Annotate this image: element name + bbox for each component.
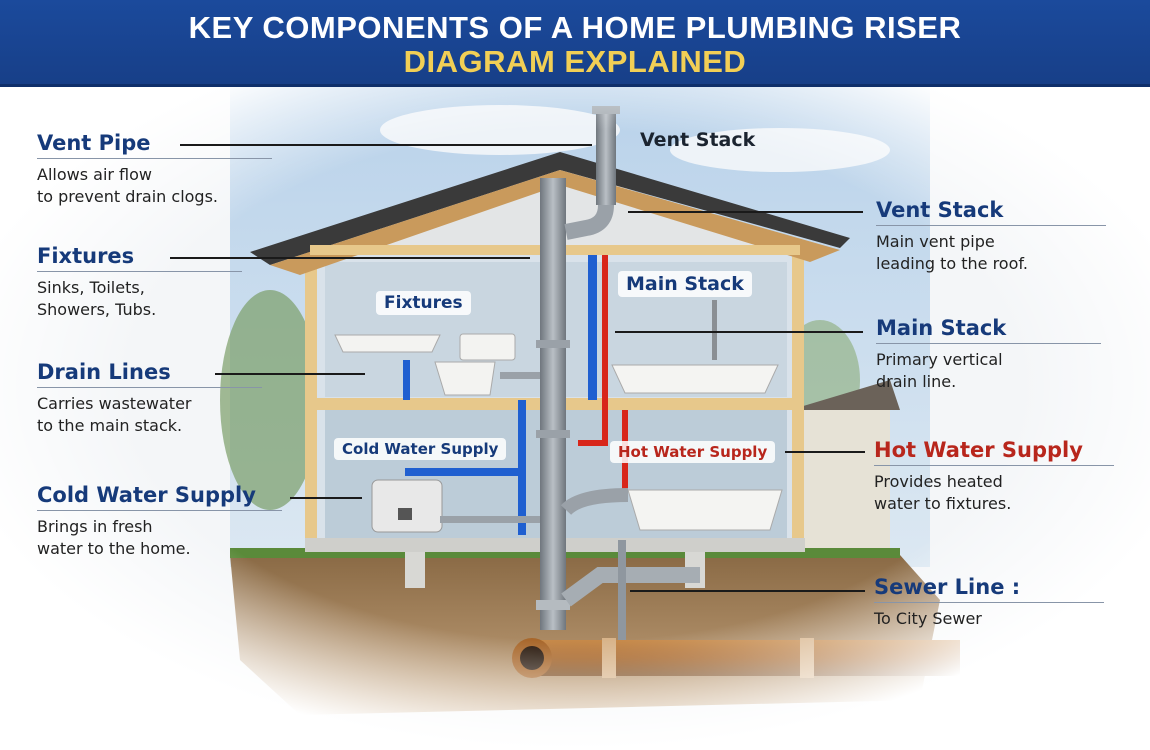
callout-desc-2: leading to the roof. <box>876 254 1028 273</box>
callout-desc-1: Primary vertical <box>876 350 1003 369</box>
callout-title: Vent Pipe <box>37 131 151 155</box>
divider <box>876 225 1106 226</box>
callout-desc-2: to prevent drain clogs. <box>37 187 219 206</box>
callout-title: Main Stack <box>876 316 1007 340</box>
callout-desc-2: to the main stack. <box>37 416 183 435</box>
callout-title: Hot Water Supply <box>874 438 1083 462</box>
callout-desc-1: To City Sewer <box>874 609 982 628</box>
inline-label-fixtures: Fixtures <box>376 291 471 315</box>
inline-label-vent-stack: Vent Stack <box>640 129 756 151</box>
callout-title: Cold Water Supply <box>37 483 256 507</box>
leader-line-main-stack <box>615 331 863 333</box>
callout-desc-2: water to fixtures. <box>874 494 1012 513</box>
divider <box>37 510 282 511</box>
divider <box>874 465 1114 466</box>
divider <box>876 343 1101 344</box>
title-line-1: KEY COMPONENTS OF A HOME PLUMBING RISER <box>188 10 962 45</box>
callout-desc-1: Sinks, Toilets, <box>37 278 145 297</box>
divider <box>37 271 242 272</box>
callout-desc-1: Allows air flow <box>37 165 152 184</box>
callout-main-stack: Main Stack Primary vertical drain line. <box>876 316 1101 393</box>
callout-cold-water-supply: Cold Water Supply Brings in fresh water … <box>37 483 282 560</box>
callout-title: Sewer Line : <box>874 575 1021 599</box>
inline-label-hot-water: Hot Water Supply <box>610 441 776 463</box>
callout-title: Drain Lines <box>37 360 171 384</box>
leader-line-cold-water <box>290 497 362 499</box>
leader-line-sewer <box>630 590 865 592</box>
leader-line-fixtures <box>170 257 530 259</box>
callout-desc-1: Carries wastewater <box>37 394 192 413</box>
plumbing-illustration: Vent Stack Main Stack Fixtures Cold Wate… <box>0 87 1150 750</box>
callout-vent-pipe: Vent Pipe Allows air flow to prevent dra… <box>37 131 272 208</box>
callout-sewer-line: Sewer Line : To City Sewer <box>874 575 1104 630</box>
divider <box>874 602 1104 603</box>
header-banner: KEY COMPONENTS OF A HOME PLUMBING RISER … <box>0 0 1150 87</box>
house-cutaway-illustration <box>0 87 1150 750</box>
divider <box>37 158 272 159</box>
leader-line-vent-pipe <box>180 144 592 146</box>
title-line-2: DIAGRAM EXPLAINED <box>403 44 747 79</box>
callout-desc-2: water to the home. <box>37 539 191 558</box>
callout-desc-1: Main vent pipe <box>876 232 995 251</box>
callout-desc-2: drain line. <box>876 372 957 391</box>
callout-desc-1: Brings in fresh <box>37 517 153 536</box>
inline-label-cold-water: Cold Water Supply <box>334 438 507 460</box>
callout-drain-lines: Drain Lines Carries wastewater to the ma… <box>37 360 262 437</box>
leader-line-drain-lines <box>215 373 365 375</box>
divider <box>37 387 262 388</box>
callout-desc-2: Showers, Tubs. <box>37 300 157 319</box>
inline-label-main-stack: Main Stack <box>618 271 752 297</box>
callout-hot-water-supply: Hot Water Supply Provides heated water t… <box>874 438 1114 515</box>
callout-title: Fixtures <box>37 244 135 268</box>
callout-desc-1: Provides heated <box>874 472 1003 491</box>
callout-title: Vent Stack <box>876 198 1004 222</box>
leader-line-hot-water <box>785 451 865 453</box>
leader-line-vent-stack <box>628 211 863 213</box>
callout-fixtures: Fixtures Sinks, Toilets, Showers, Tubs. <box>37 244 242 321</box>
callout-vent-stack: Vent Stack Main vent pipe leading to the… <box>876 198 1106 275</box>
